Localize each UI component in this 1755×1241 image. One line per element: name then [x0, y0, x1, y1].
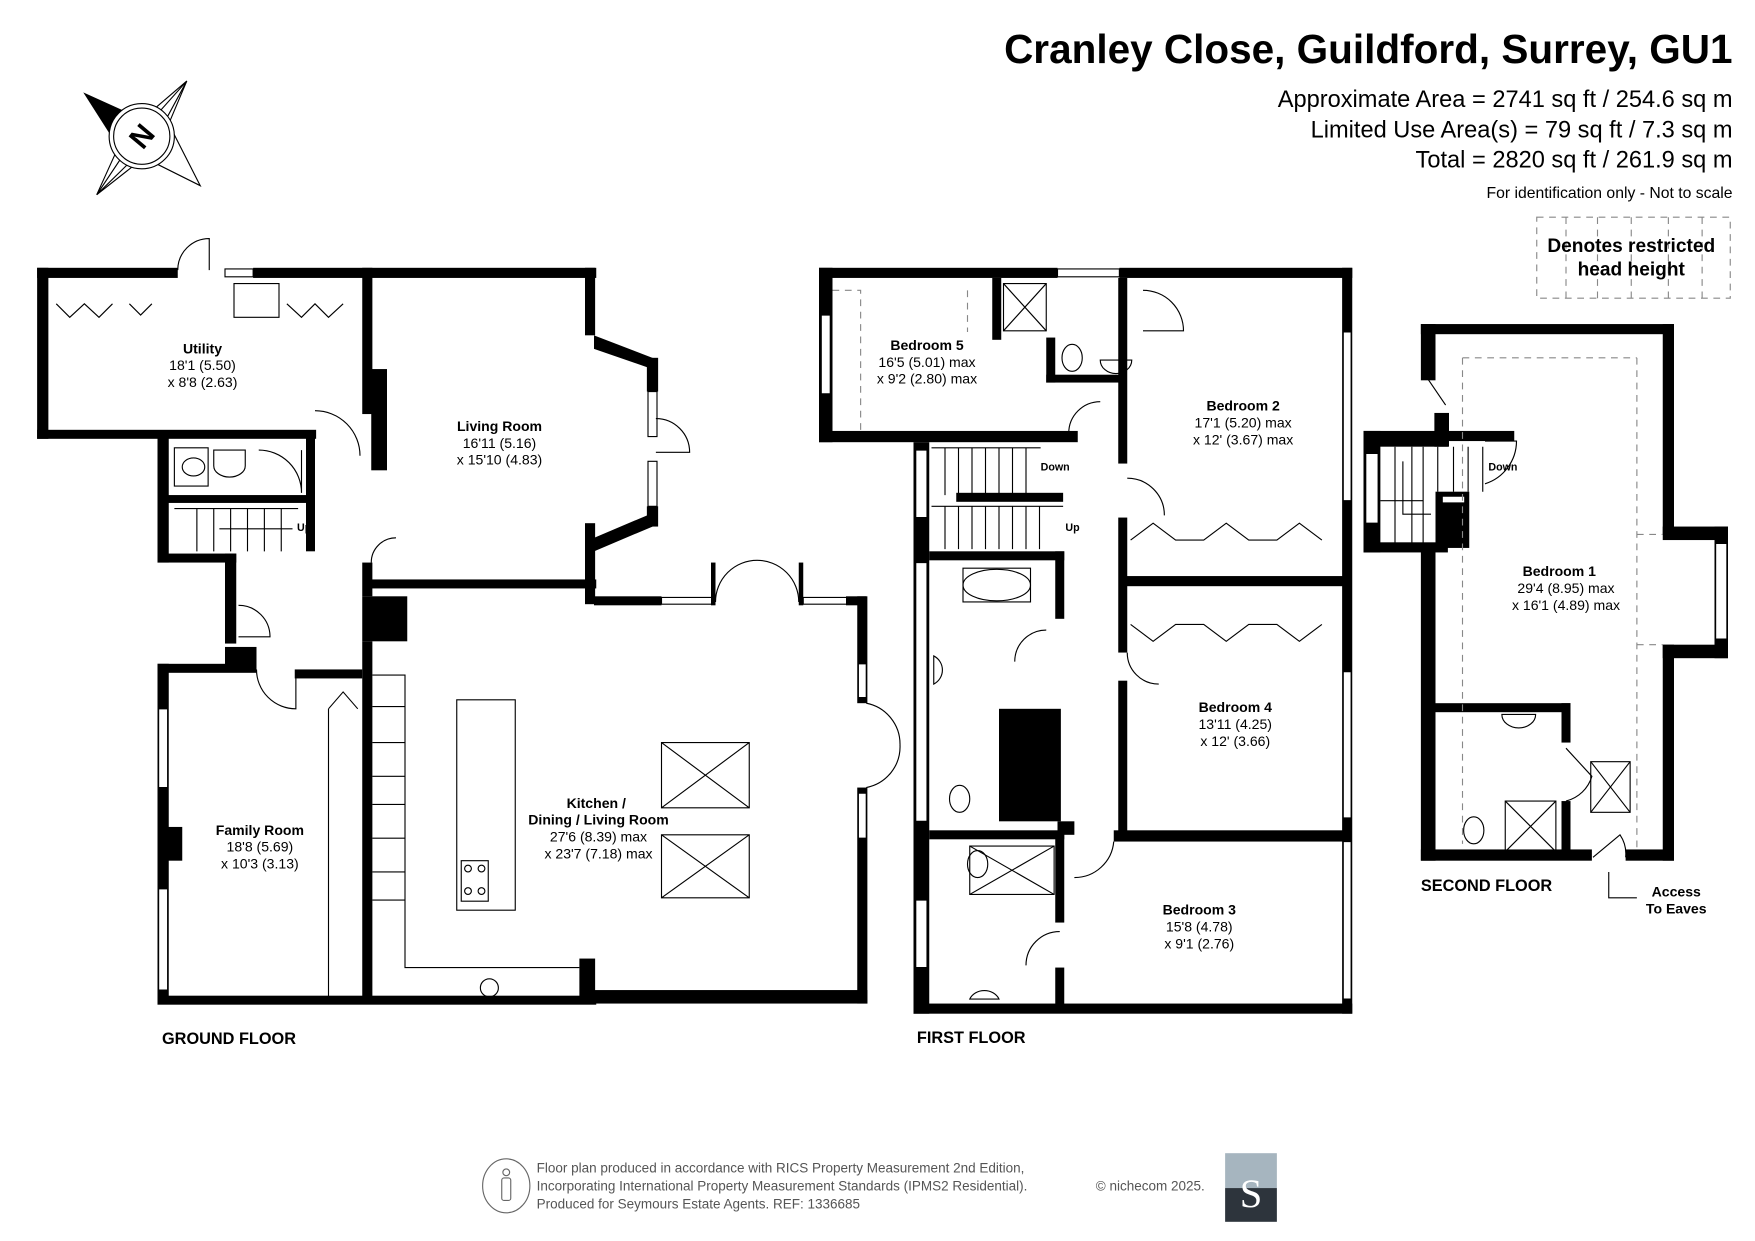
footer-copyright: © nichecom 2025. — [1096, 1178, 1205, 1193]
room-dim-bedroom-4-1: 13'11 (4.25) — [1199, 716, 1273, 732]
room-dim-bedroom-2-2: x 12' (3.67) max — [1193, 431, 1293, 447]
limited-use-area: Limited Use Area(s) = 79 sq ft / 7.3 sq … — [1311, 117, 1733, 143]
room-dim-bedroom-2-1: 17'1 (5.20) max — [1195, 415, 1292, 431]
room-dim-bedroom-4-2: x 12' (3.66) — [1200, 733, 1270, 749]
room-name-kitchen-2: Dining / Living Room — [528, 812, 668, 828]
person-icon — [482, 1158, 531, 1214]
total-area: Total = 2820 sq ft / 261.9 sq m — [1416, 148, 1733, 174]
footer-line-1: Floor plan produced in accordance with R… — [537, 1160, 1025, 1175]
ground-floor-plan: Up Utility — [37, 237, 901, 1048]
first-stairs-up-label: Up — [1065, 522, 1080, 534]
room-dim-bedroom-5-1: 16'5 (5.01) max — [878, 354, 975, 370]
ground-stairs-up-label: Up — [297, 522, 312, 534]
room-name-living: Living Room — [457, 418, 542, 434]
footer-line-2: Incorporating International Property Mea… — [537, 1178, 1028, 1193]
second-stairs-down-label: Down — [1488, 461, 1517, 473]
eaves-label-2: To Eaves — [1646, 901, 1707, 917]
room-dim-bedroom-1-1: 29'4 (8.95) max — [1517, 580, 1614, 596]
eaves-label-1: Access — [1652, 884, 1701, 900]
room-dim-family-1: 18'8 (5.69) — [227, 839, 294, 855]
room-dim-kitchen-1: 27'6 (8.39) max — [550, 829, 647, 845]
room-name-kitchen-1: Kitchen / — [567, 795, 626, 811]
room-dim-living-2: x 15'10 (4.83) — [457, 452, 542, 468]
room-dim-bedroom-3-2: x 9'1 (2.76) — [1164, 935, 1234, 951]
disclaimer: For identification only - Not to scale — [1487, 185, 1733, 202]
first-floor-plan: Down Up Bedroom 5 16'5 (5.01) max x 9'2 … — [819, 267, 1353, 1047]
room-dim-bedroom-5-2: x 9'2 (2.80) max — [877, 371, 977, 387]
room-dim-kitchen-2: x 23'7 (7.18) max — [544, 845, 652, 861]
legend-line-1: Denotes restricted — [1547, 236, 1715, 257]
room-name-family: Family Room — [216, 822, 304, 838]
room-name-bedroom-1: Bedroom 1 — [1523, 563, 1597, 579]
footer-line-3: Produced for Seymours Estate Agents. REF… — [537, 1196, 860, 1211]
second-floor-plan: Down Bedroom 1 29'4 (8.95) max x 16'1 (4… — [1363, 324, 1728, 917]
first-floor-label: FIRST FLOOR — [917, 1029, 1026, 1047]
room-dim-living-1: 16'11 (5.16) — [463, 435, 537, 451]
seymours-logo: S — [1225, 1153, 1277, 1222]
room-dim-bedroom-1-2: x 16'1 (4.89) max — [1512, 597, 1620, 613]
restricted-height-legend: Denotes restricted head height — [1536, 216, 1731, 299]
second-floor-label: SECOND FLOOR — [1421, 877, 1553, 895]
room-name-bedroom-2: Bedroom 2 — [1206, 398, 1280, 414]
property-title: Cranley Close, Guildford, Surrey, GU1 — [1004, 26, 1732, 72]
room-dim-bedroom-3-1: 15'8 (4.78) — [1166, 919, 1233, 935]
room-name-utility: Utility — [183, 340, 222, 356]
approximate-area: Approximate Area = 2741 sq ft / 254.6 sq… — [1278, 87, 1733, 113]
room-dim-family-2: x 10'3 (3.13) — [221, 856, 299, 872]
room-dim-utility-1: 18'1 (5.50) — [169, 357, 236, 373]
room-name-bedroom-4: Bedroom 4 — [1199, 699, 1273, 715]
compass-icon: N — [83, 80, 202, 196]
room-dim-utility-2: x 8'8 (2.63) — [168, 374, 238, 390]
ground-floor-label: GROUND FLOOR — [162, 1030, 296, 1048]
logo-letter: S — [1240, 1171, 1263, 1216]
first-stairs-down-label: Down — [1041, 461, 1070, 473]
room-name-bedroom-5: Bedroom 5 — [890, 337, 964, 353]
footer: Floor plan produced in accordance with R… — [482, 1153, 1277, 1222]
legend-line-2: head height — [1578, 260, 1686, 281]
room-name-bedroom-3: Bedroom 3 — [1163, 902, 1237, 918]
